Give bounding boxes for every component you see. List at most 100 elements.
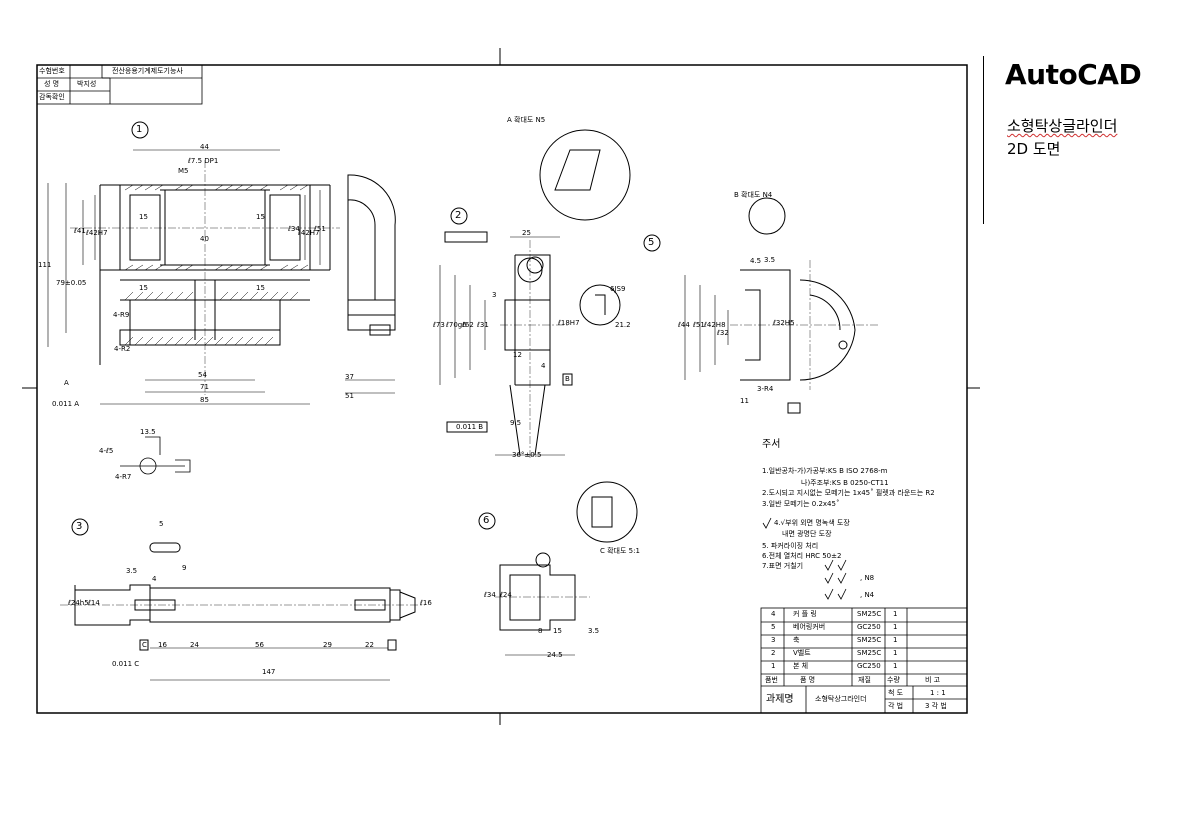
dim: 3.5 xyxy=(764,256,776,264)
note-6: 6.전체 열처리 HRC 50±2 xyxy=(762,552,842,560)
dim: 4-R2 xyxy=(114,345,131,353)
dim: ℓ7.5 DP1 xyxy=(188,157,219,165)
dim: 15 xyxy=(553,627,562,635)
note-7a: , N8 xyxy=(860,574,875,582)
parts-cell-qty: 1 xyxy=(893,636,898,644)
parts-cell-no: 4 xyxy=(771,610,776,618)
dim: M5 xyxy=(178,167,189,175)
detail-a xyxy=(539,129,631,221)
view-6-number: 6 xyxy=(483,515,490,526)
exam-number-label: 수험번호 xyxy=(39,67,65,75)
project-name: 소형탁상그라인더 xyxy=(815,695,867,703)
note-7b: , N4 xyxy=(860,591,875,599)
dim: ℓ70g6 xyxy=(446,321,467,329)
notes-heading: 주서 xyxy=(762,439,781,450)
dim: 40 xyxy=(200,235,209,243)
dim: ℓ31 xyxy=(477,321,489,329)
parts-cell-qty: 1 xyxy=(893,623,898,631)
view-5-cover xyxy=(643,197,880,414)
note-1b: 나)주조부:KS B 0250-CT11 xyxy=(801,479,889,487)
dim: 11 xyxy=(740,397,749,405)
datum-a: A xyxy=(64,379,69,387)
parts-cell-no: 2 xyxy=(771,649,776,657)
parts-cell-no: 3 xyxy=(771,636,776,644)
dim: 6JS9 xyxy=(610,285,626,293)
dim: 9 xyxy=(182,564,187,572)
view-1-number: 1 xyxy=(136,124,143,135)
dim: ℓ24 xyxy=(500,591,512,599)
dim: ℓ32H5 xyxy=(773,319,795,327)
view-3-number: 3 xyxy=(76,521,83,532)
parts-cell-qty: 1 xyxy=(893,662,898,670)
parts-cell-name: 본 체 xyxy=(793,662,809,670)
dim: 111 xyxy=(38,261,52,269)
dim: 3-R4 xyxy=(757,385,774,393)
dim: ℓ42H7 xyxy=(86,229,108,237)
dim: 15 xyxy=(139,213,148,221)
project-label: 과제명 xyxy=(766,694,794,705)
dim: 4 xyxy=(541,362,546,370)
parts-cell-material: SM25C xyxy=(857,610,882,618)
dim: 15 xyxy=(139,284,148,292)
dim: 147 xyxy=(262,668,276,676)
note-5: 5. 파커라이징 처리 xyxy=(762,542,819,550)
parts-cell-material: SM25C xyxy=(857,636,882,644)
detail-chamfer xyxy=(120,436,191,475)
dim: ℓ51 xyxy=(314,225,326,233)
dim: 13.5 xyxy=(140,428,156,436)
dim: 54 xyxy=(198,371,207,379)
note-2: 2.도시되고 지시없는 모떼기는 1x45˚ 필렛과 라운드는 R2 xyxy=(762,489,935,497)
name-value: 박지성 xyxy=(77,80,97,88)
dim: ℓ14 xyxy=(88,599,100,607)
view-3-shaft xyxy=(60,518,425,681)
dim: 56 xyxy=(255,641,264,649)
parts-header-note: 비 고 xyxy=(925,676,941,684)
parts-header-qty: 수량 xyxy=(887,676,900,684)
dim: 3.5 xyxy=(126,567,138,575)
parts-header-material: 재질 xyxy=(858,676,871,684)
parts-cell-name: 축 xyxy=(793,636,800,644)
parts-cell-name: 베어링커버 xyxy=(793,623,826,631)
dim: 37 xyxy=(345,373,354,381)
dim: ℓ34 xyxy=(288,225,300,233)
dim: ℓ44 xyxy=(678,321,690,329)
parts-header-name: 품 명 xyxy=(800,676,816,684)
parts-cell-no: 1 xyxy=(771,662,776,670)
dim: 36°±0.5 xyxy=(512,451,542,459)
name-label: 성 명 xyxy=(44,80,60,88)
scale-label: 척 도 xyxy=(888,689,904,697)
dim: 85 xyxy=(200,396,209,404)
dim: ℓ32 xyxy=(717,329,729,337)
view-2-number: 2 xyxy=(455,210,462,221)
dim: 4 xyxy=(152,575,157,583)
dim: ℓ42H7 xyxy=(298,229,320,237)
dim: 9.5 xyxy=(510,419,522,427)
note-4b: 내면 광명단 도장 xyxy=(782,530,832,538)
parts-cell-qty: 1 xyxy=(893,610,898,618)
parts-cell-no: 5 xyxy=(771,623,776,631)
dim: 4-ℓ5 xyxy=(99,447,114,455)
dim: 29 xyxy=(323,641,332,649)
dim: ℓ62 xyxy=(462,321,474,329)
tol-frame-b: 0.011 B xyxy=(456,423,484,431)
parts-cell-name: 커 플 링 xyxy=(793,610,817,618)
dim: ℓ34 xyxy=(484,591,496,599)
datum-c: C xyxy=(142,641,147,649)
note-7: 7.표면 거칠기 xyxy=(762,562,804,570)
dim: 8 xyxy=(538,627,543,635)
supervisor-label: 감독확인 xyxy=(39,93,65,101)
app-title: AutoCAD xyxy=(1005,58,1142,91)
tol-frame-c: 0.011 C xyxy=(112,660,140,668)
dim: ℓ73 xyxy=(433,321,445,329)
dim: ℓ41 xyxy=(74,227,86,235)
roughness-symbols xyxy=(762,517,847,600)
dim: 24 xyxy=(190,641,199,649)
dim: 4-R7 xyxy=(115,473,132,481)
parts-list-table xyxy=(760,607,968,714)
dim: 21.2 xyxy=(615,321,631,329)
view-6-coupling xyxy=(478,481,638,656)
angle-label: 각 법 xyxy=(888,702,904,710)
view-1-body xyxy=(47,121,340,405)
parts-cell-qty: 1 xyxy=(893,649,898,657)
